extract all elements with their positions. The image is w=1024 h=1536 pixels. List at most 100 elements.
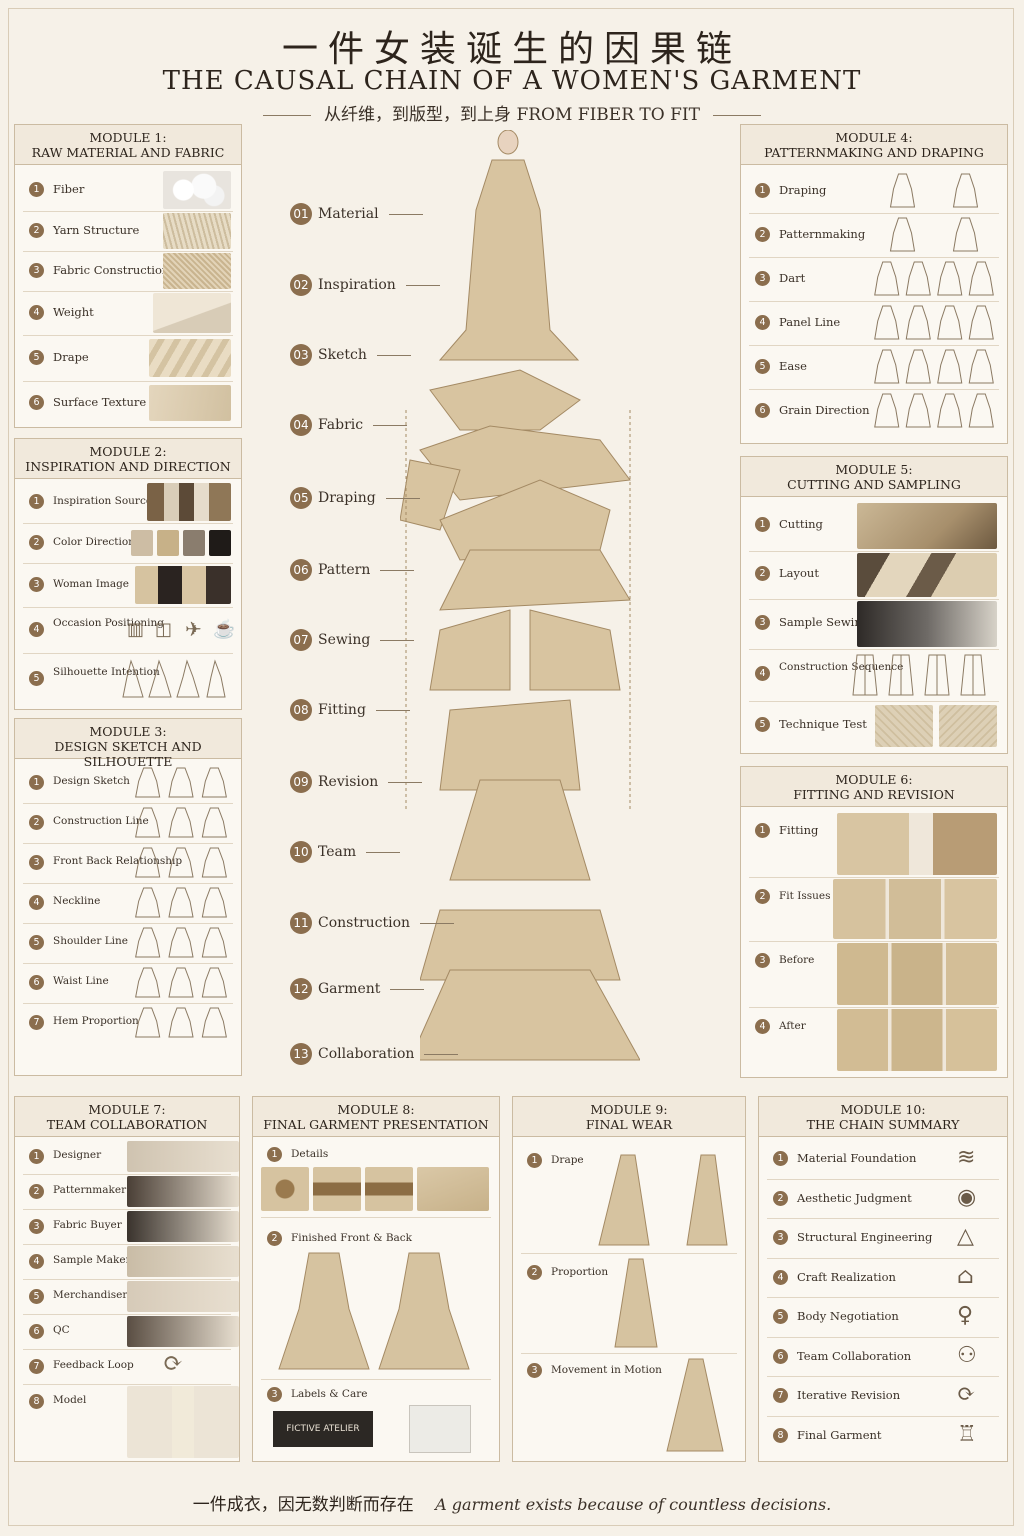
coffee-cup-icon: ☕	[213, 619, 236, 640]
item-label: Drape	[53, 350, 89, 364]
sketch-figures	[874, 305, 994, 340]
team-member-photo	[127, 1316, 239, 1347]
waves-icon: ≋	[957, 1145, 976, 1170]
sketch-figures	[135, 807, 227, 838]
item-number: 4	[29, 895, 44, 910]
sketch-figures	[135, 967, 227, 998]
model-photo	[127, 1386, 239, 1458]
chain-step-label: Fabric	[318, 417, 364, 433]
collar-piece	[429, 369, 581, 431]
team-member-photo	[127, 1176, 239, 1207]
yoke-piece	[439, 549, 631, 611]
footer: 一件成衣，因无数判断而存在 A garment exists because o…	[0, 1490, 1024, 1515]
item-label: Construction Sequence	[779, 661, 904, 673]
item-number: 3	[29, 855, 44, 870]
module-4-header: MODULE 4: PATTERNMAKING AND DRAPING	[741, 125, 1007, 165]
chain-step-label: Pattern	[318, 562, 371, 578]
item-label: Iterative Revision	[797, 1388, 901, 1402]
module-4-number: MODULE 4:	[835, 130, 913, 145]
module-3-header: MODULE 3: DESIGN SKETCH AND SILHOUETTE	[15, 719, 241, 769]
subtitle-text: 从纤维，到版型，到上身 FROM FIBER TO FIT	[324, 105, 700, 125]
chain-step-label: Draping	[318, 490, 376, 506]
item-number: 1	[29, 1149, 44, 1164]
module-3-number: MODULE 3:	[89, 724, 167, 739]
module-7-header: MODULE 7: TEAM COLLABORATION	[15, 1097, 239, 1137]
module-8-number: MODULE 8:	[337, 1102, 415, 1117]
module-9-number: MODULE 9:	[590, 1102, 668, 1117]
module-6-number: MODULE 6:	[835, 772, 913, 787]
item-label: Fitting	[779, 823, 819, 837]
item-label: Grain Direction	[779, 403, 870, 417]
footer-en: A garment exists because of countless de…	[435, 1495, 832, 1514]
color-swatch-black	[209, 530, 231, 556]
chain-step: 08 Fitting	[290, 699, 410, 721]
item-label: After	[779, 1020, 806, 1032]
chain-step-label: Inspiration	[318, 277, 396, 293]
page-frame	[8, 8, 1014, 1526]
module-3-title: DESIGN SKETCH AND SILHOUETTE	[54, 739, 202, 769]
item-label: Material Foundation	[797, 1151, 917, 1165]
leader-line	[380, 569, 415, 571]
leader-line	[388, 781, 423, 783]
item-label: Body Negotiation	[797, 1309, 899, 1323]
item-label: Woman Image	[53, 578, 130, 590]
body-front-piece	[439, 479, 611, 561]
sketch-figures	[874, 393, 994, 428]
finished-coat-front-back	[278, 1252, 470, 1370]
chain-step-number: 09	[290, 771, 312, 793]
module-7-title: TEAM COLLABORATION	[46, 1117, 208, 1132]
sketch-figures	[874, 261, 994, 296]
pattern-panels	[429, 609, 621, 691]
sketch-figures	[889, 173, 979, 208]
page-title-cn: 一件女装诞生的因果链	[281, 29, 742, 70]
item-label: Layout	[779, 566, 819, 580]
item-number: 6	[29, 975, 44, 990]
before-photos	[837, 943, 997, 1005]
module-10-header: MODULE 10: THE CHAIN SUMMARY	[759, 1097, 1007, 1137]
item-label: Merchandiser	[53, 1289, 128, 1301]
pocket-detail-photo	[417, 1167, 489, 1211]
item-number: 2	[29, 1184, 44, 1199]
item-label: Sample Maker	[53, 1254, 131, 1266]
moodboard-image	[147, 483, 231, 521]
item-label: Construction Line	[53, 815, 149, 827]
item-label: Silhouette Intention	[53, 666, 160, 678]
yarn-spool-image	[163, 213, 231, 249]
chain-step-label: Fitting	[318, 702, 366, 718]
leader-line	[385, 497, 420, 499]
chain-step-label: Material	[318, 206, 379, 222]
trench-coat-full	[438, 159, 580, 361]
chain-step-number: 08	[290, 699, 312, 721]
item-number: 1	[773, 1151, 788, 1166]
sketch-figures	[135, 887, 227, 918]
body-icon: ♀	[957, 1303, 974, 1328]
item-label: Sample Sewing	[779, 615, 870, 629]
sketch-figures	[874, 349, 994, 384]
item-number: 6	[755, 403, 770, 418]
chain-step-number: 13	[290, 1043, 312, 1065]
module-2-header: MODULE 2: INSPIRATION AND DIRECTION	[15, 439, 241, 479]
sketch-figures	[889, 217, 979, 252]
list-item: 1 Material Foundation ≋	[767, 1139, 999, 1180]
module-1-title: RAW MATERIAL AND FABRIC	[31, 145, 225, 160]
proportion-figure	[614, 1258, 658, 1348]
